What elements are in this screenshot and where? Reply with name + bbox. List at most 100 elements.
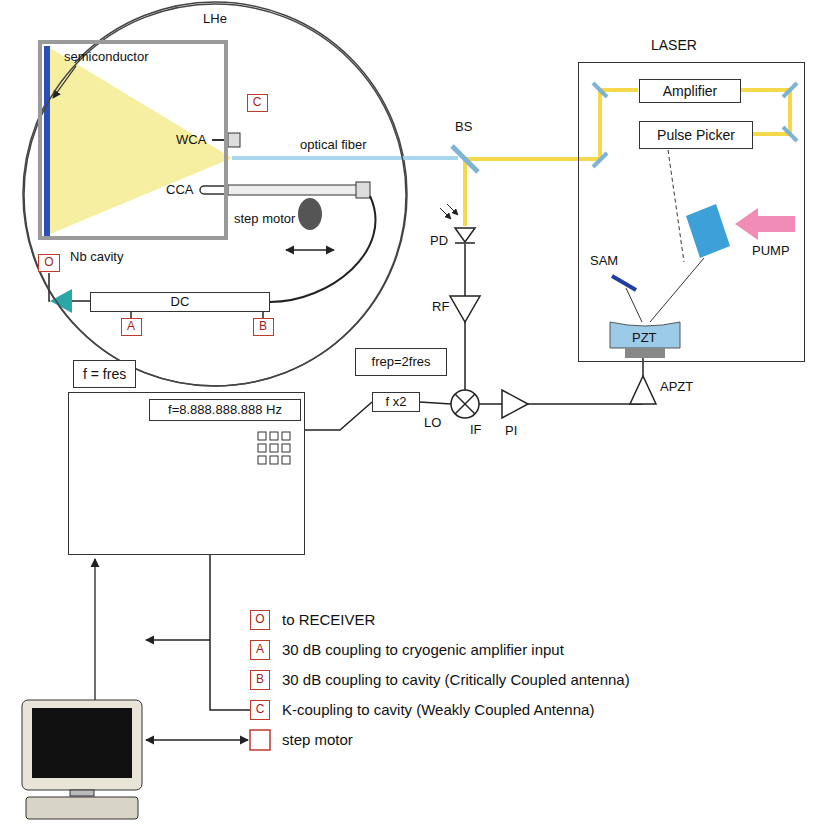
key — [270, 432, 278, 440]
frequency-display: f=8.888.888.888 Hz — [149, 399, 301, 421]
helium-dewar — [23, 2, 407, 386]
mixer — [455, 394, 475, 414]
legend-box: B — [250, 670, 270, 690]
cryogenic-amplifier — [50, 289, 72, 313]
node-text: f = fres — [73, 360, 136, 388]
wire — [464, 322, 466, 390]
leader-line — [53, 66, 76, 98]
antenna-connector — [356, 182, 370, 198]
semiconductor-layer — [44, 46, 50, 236]
node-text: Pulse Picker — [657, 127, 735, 143]
pulse-picker-box: Pulse Picker — [639, 121, 753, 149]
mirror — [593, 153, 607, 167]
computer-screen — [32, 708, 132, 778]
legend-text: to RECEIVER — [282, 611, 375, 628]
gain-crystal — [686, 204, 730, 258]
part-label: step motor — [234, 212, 295, 227]
amplifier-box: Amplifier — [639, 79, 741, 103]
key — [282, 432, 290, 440]
keypad — [258, 432, 290, 464]
control-line — [305, 402, 372, 430]
key — [270, 444, 278, 452]
computer-stand — [70, 790, 94, 796]
node-text: LASER — [651, 37, 697, 53]
signal-label: PI — [505, 424, 517, 439]
control-line — [210, 555, 250, 710]
callout-box: A — [121, 318, 142, 336]
signal-generator: f=8.888.888.888 Hzf = fres — [68, 392, 305, 555]
callout-letter: O — [44, 256, 53, 270]
callout-letter: B — [256, 673, 264, 687]
motion-arrow — [286, 249, 334, 250]
callout-letter: C — [256, 703, 265, 717]
dewar-region: semiconductorNb cavityCDCABOLHe — [22, 2, 408, 388]
node-text: f x2 — [386, 395, 407, 410]
legend-text: step motor — [282, 731, 353, 748]
mixer — [455, 394, 475, 414]
step-motor-drum — [298, 198, 322, 230]
computer-monitor — [22, 700, 142, 790]
antenna-label: CCA — [166, 183, 193, 198]
wire — [479, 403, 502, 405]
wire — [72, 300, 90, 302]
photodiode — [455, 242, 475, 244]
control-arrow — [94, 559, 95, 700]
part-label: SAM — [590, 254, 618, 269]
part-label: PUMP — [752, 244, 790, 259]
mirror — [783, 83, 797, 97]
callout-letter: A — [127, 320, 135, 334]
rep-rate-box: frep=2fres — [355, 348, 447, 376]
pzt-amplifier — [630, 376, 656, 404]
key — [258, 432, 266, 440]
beam-splitter — [452, 146, 478, 172]
wire — [49, 273, 50, 301]
node-text: f=8.888.888.888 Hz — [168, 403, 282, 418]
laser-beam — [463, 160, 467, 226]
legend-text: 30 dB coupling to cryogenic amplifier in… — [282, 641, 564, 658]
callout-letter: C — [253, 96, 262, 110]
laser-beam — [465, 90, 638, 159]
legend-text: 30 dB coupling to cavity (Critically Cou… — [282, 671, 630, 688]
cavity-beam — [650, 258, 704, 322]
signal-label: RF — [432, 300, 449, 315]
dashed-link — [668, 150, 684, 262]
signal-label: IF — [470, 423, 482, 438]
frequency-doubler: f x2 — [372, 392, 420, 412]
legend-box: O — [250, 610, 270, 630]
antenna-connector — [228, 133, 240, 147]
pi-controller — [502, 390, 528, 418]
node-text: Nb cavity — [70, 250, 123, 265]
callout-letter: B — [259, 320, 267, 334]
legend-box: A — [250, 640, 270, 660]
signal-label: LO — [424, 416, 441, 431]
node-text: semiconductor — [64, 50, 149, 65]
callout-box: O — [38, 254, 60, 272]
signal-label: PD — [430, 234, 448, 249]
callout-letter: A — [256, 643, 264, 657]
mixer — [451, 390, 479, 418]
control-arrow — [146, 739, 248, 740]
sam-mirror — [612, 276, 636, 290]
legend-box: C — [250, 700, 270, 720]
node-text: Amplifier — [663, 83, 717, 99]
legend-text: K-coupling to cavity (Weakly Coupled Ant… — [282, 701, 594, 718]
light-arrow — [447, 204, 458, 215]
part-label: optical fiber — [300, 138, 366, 153]
callout-letter: O — [255, 613, 264, 627]
signal-label: APZT — [660, 380, 693, 395]
cavity-beam — [626, 288, 642, 322]
wire — [420, 402, 451, 404]
key — [282, 444, 290, 452]
light-arrow — [440, 208, 451, 219]
wire — [528, 403, 643, 405]
dewar-outline — [24, 4, 406, 386]
key — [270, 456, 278, 464]
pzt-actuator — [625, 348, 665, 358]
callout-box: B — [253, 318, 274, 336]
rf-amplifier — [450, 296, 480, 322]
optical-fiber — [232, 156, 458, 160]
legend-box — [250, 730, 270, 750]
control-arrow — [146, 639, 210, 640]
antenna-rod — [228, 185, 358, 195]
